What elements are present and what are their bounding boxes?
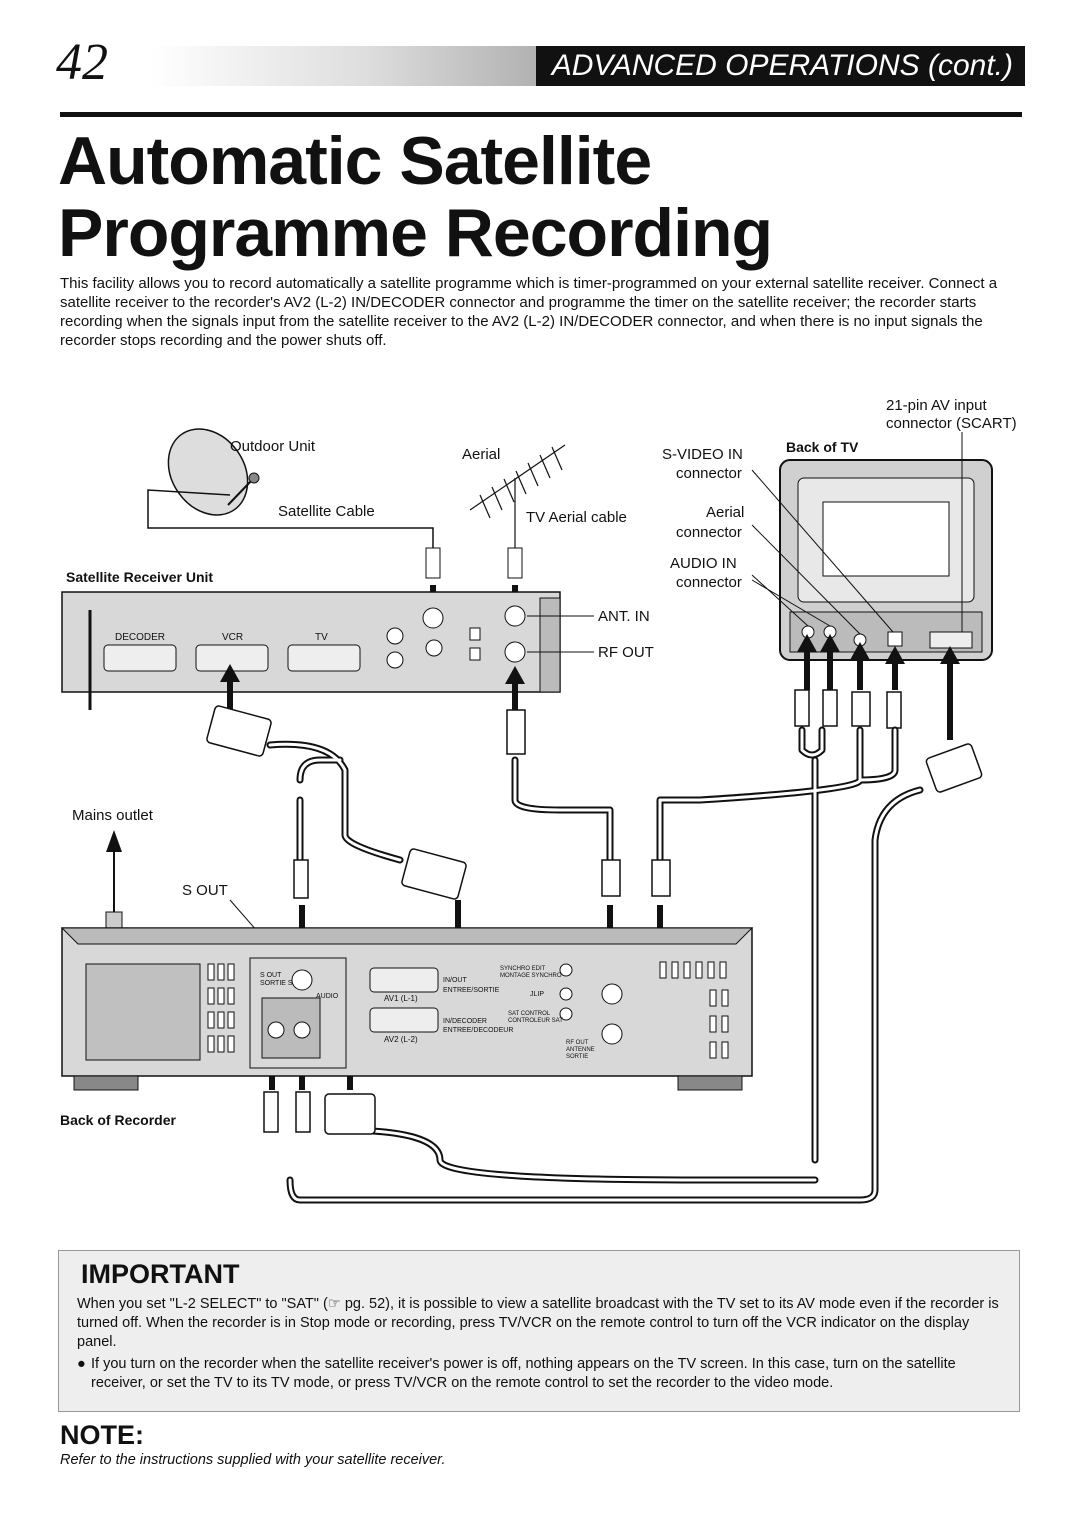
television — [779, 459, 993, 661]
scart-label-1: 21-pin AV input — [886, 397, 987, 414]
note-heading: NOTE: — [60, 1420, 144, 1450]
aerial-connector-label-2: connector — [676, 524, 742, 541]
svg-text:AUDIO: AUDIO — [316, 993, 339, 1000]
vcr-recorder: S OUT SORTIE S AUDIO IN/OUT ENTREE/SORTI… — [60, 927, 754, 1091]
intro-paragraph: This facility allows you to record autom… — [60, 275, 998, 349]
svg-text:ANTENNE: ANTENNE — [566, 1047, 595, 1053]
svg-text:MONTAGE SYNCHRO: MONTAGE SYNCHRO — [500, 973, 562, 979]
back-of-tv-label: Back of TV — [786, 439, 859, 455]
satellite-cable — [147, 489, 434, 548]
outdoor-unit-label: Outdoor Unit — [230, 438, 316, 455]
note-text: Refer to the instructions supplied with … — [60, 1452, 446, 1468]
header-rule — [60, 112, 1022, 117]
satellite-dish — [167, 428, 260, 516]
aerial-label: Aerial — [462, 446, 500, 463]
section-title: ADVANCED OPERATIONS (cont.) — [535, 46, 1019, 86]
svg-text:ENTREE/SORTIE: ENTREE/SORTIE — [443, 987, 500, 994]
page-header: 42 ADVANCED OPERATIONS (cont.) — [40, 34, 1025, 91]
svg-text:IN/DECODER: IN/DECODER — [443, 1018, 487, 1025]
ant-in-label: ANT. IN — [598, 608, 650, 625]
svg-text:S OUT: S OUT — [260, 972, 282, 979]
satellite-receiver: DECODER VCR TV — [61, 591, 561, 710]
svg-text:TV: TV — [315, 632, 328, 643]
page-title: Automatic Satellite Programme Recording — [58, 125, 1018, 269]
svg-text:SORTIE S: SORTIE S — [260, 980, 293, 987]
scart-label-2: connector (SCART) — [886, 415, 1017, 432]
title-line-1: Automatic Satellite — [58, 123, 652, 199]
svg-text:SAT CONTROL: SAT CONTROL — [508, 1011, 551, 1017]
svg-text:DECODER: DECODER — [115, 632, 165, 643]
svg-text:SORTIE: SORTIE — [566, 1054, 588, 1060]
s-out-label: S OUT — [182, 882, 228, 899]
rf-out-label: RF OUT — [598, 644, 654, 661]
tv-aerial-cable-label: TV Aerial cable — [526, 509, 627, 526]
important-bullet-text: If you turn on the recorder when the sat… — [91, 1356, 956, 1391]
satellite-cable-label: Satellite Cable — [278, 503, 375, 520]
back-of-recorder-label: Back of Recorder — [60, 1112, 176, 1128]
svg-text:IN/OUT: IN/OUT — [443, 977, 467, 984]
important-paragraph: When you set "L-2 SELECT" to "SAT" (☞ pg… — [77, 1296, 999, 1350]
aerial-connector-label: Aerial — [706, 504, 744, 521]
svg-text:RF OUT: RF OUT — [566, 1040, 589, 1046]
svg-text:JLIP: JLIP — [530, 991, 544, 998]
aerial-antenna — [469, 444, 566, 550]
svg-text:CONTROLEUR SAT: CONTROLEUR SAT — [508, 1018, 563, 1024]
satellite-receiver-label: Satellite Receiver Unit — [66, 569, 213, 585]
important-bullet: ● If you turn on the recorder when the s… — [77, 1355, 1005, 1393]
svg-text:AV1 (L-1): AV1 (L-1) — [384, 994, 418, 1003]
audio-in-label: AUDIO IN — [670, 555, 737, 572]
bullet-mark: ● — [77, 1356, 86, 1372]
important-box: IMPORTANT When you set "L-2 SELECT" to "… — [58, 1250, 1020, 1412]
svideo-connector-label: connector — [676, 465, 742, 482]
svg-text:ENTREE/DECODEUR: ENTREE/DECODEUR — [443, 1027, 513, 1034]
audio-connector-label: connector — [676, 574, 742, 591]
svg-text:SYNCHRO EDIT: SYNCHRO EDIT — [500, 966, 546, 972]
svg-text:VCR: VCR — [222, 632, 243, 643]
important-heading: IMPORTANT — [81, 1259, 240, 1289]
title-line-2: Programme Recording — [58, 195, 773, 271]
page-number: 42 — [56, 34, 108, 91]
svg-text:AV2 (L-2): AV2 (L-2) — [384, 1035, 418, 1044]
svideo-in-label: S-VIDEO IN — [662, 446, 743, 463]
mains-outlet-label: Mains outlet — [72, 807, 154, 824]
